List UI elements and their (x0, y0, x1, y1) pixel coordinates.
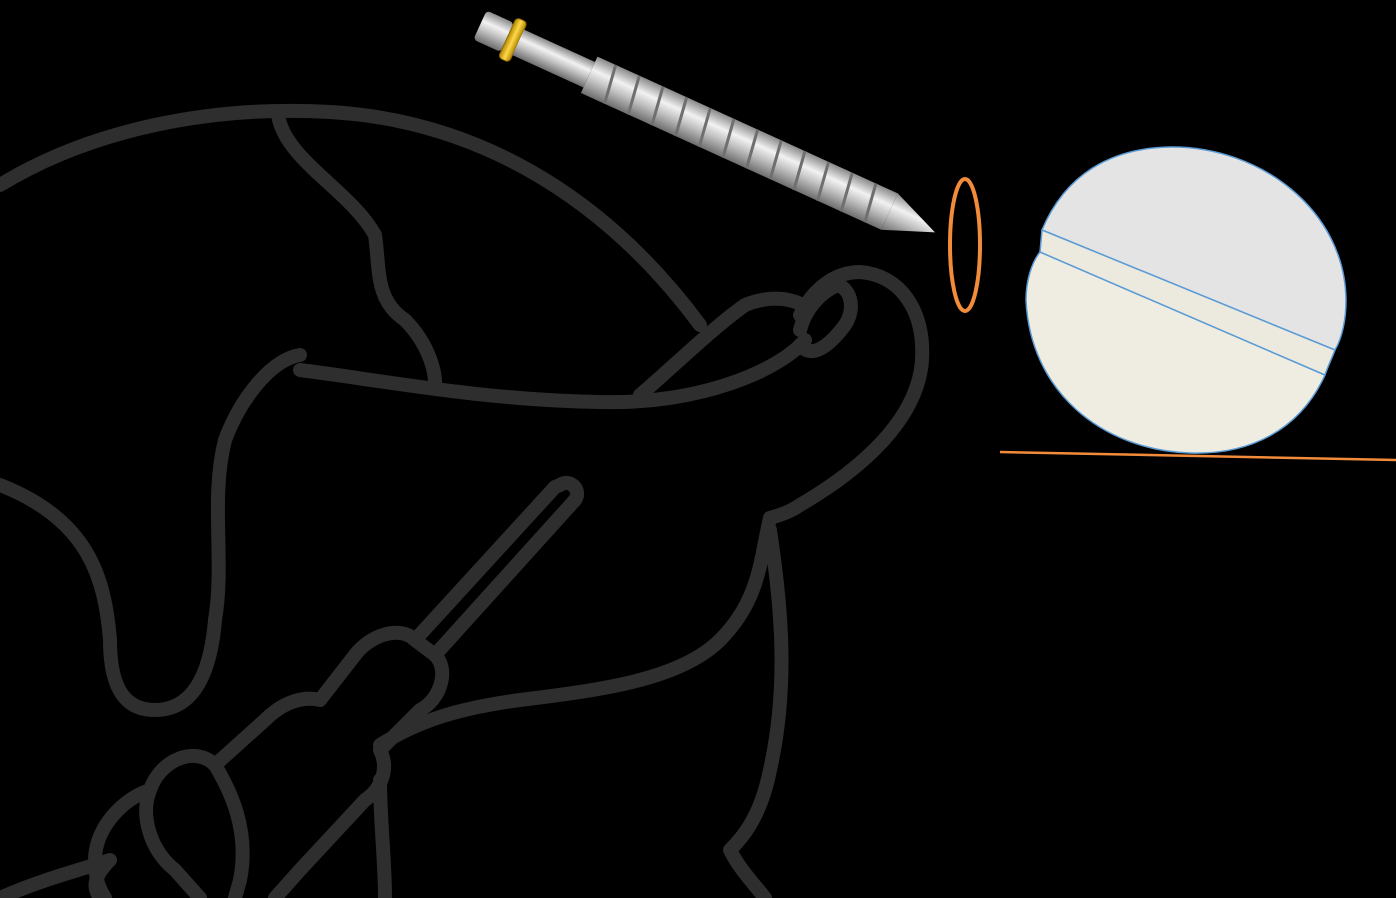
instrument-grip-right (275, 655, 442, 898)
orange-ring (950, 179, 980, 311)
inner-crest-curve (278, 115, 435, 385)
ischium-curve (380, 518, 770, 745)
iliac-crest-curve (0, 111, 700, 325)
screw-neck (512, 30, 595, 88)
screw-shaft (581, 57, 898, 230)
screw (471, 5, 944, 252)
iliac-wing-curve (0, 355, 300, 710)
instrument-shaft (415, 483, 577, 655)
pelvis-outline (0, 111, 922, 898)
lower-loop-curve (380, 780, 385, 898)
grip-inner-line (215, 765, 243, 898)
acetabular-rim-curve (300, 340, 805, 402)
instrument-handle (95, 483, 577, 898)
instrument-grip (146, 633, 415, 898)
femoral-head (1026, 147, 1346, 453)
